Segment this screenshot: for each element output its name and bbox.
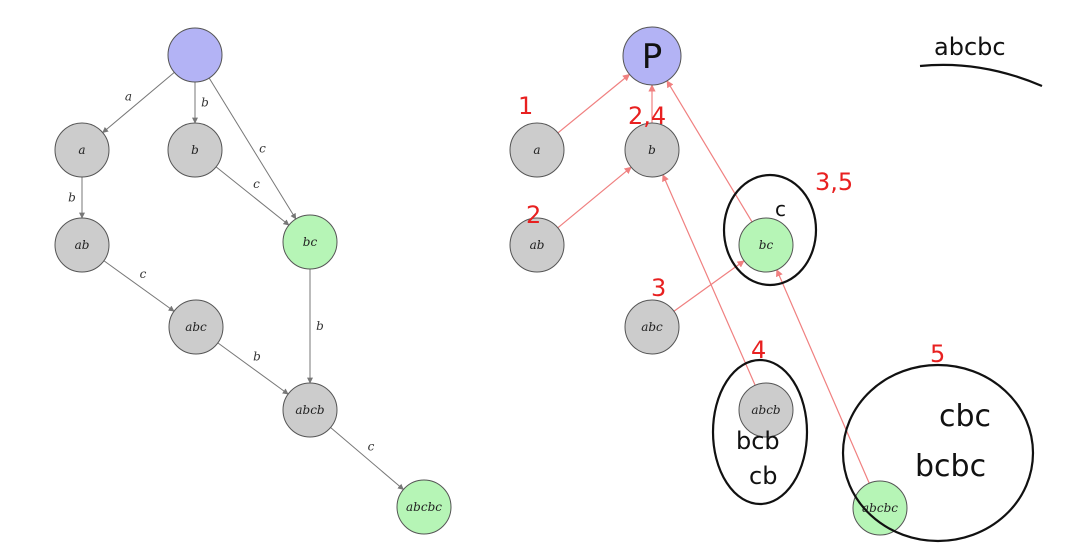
suffix-link-ab-b [557, 166, 632, 229]
edge-b-bc [215, 166, 290, 226]
left-node-ab [54, 217, 110, 273]
right-node-abcb [738, 382, 794, 438]
left-node-abcb [282, 382, 338, 438]
abcbc-set-loop [841, 363, 1035, 543]
suffix-link-abc-bc [673, 260, 745, 312]
right-node-label-bc: bc [759, 238, 774, 252]
left-node-label-b: b [191, 143, 199, 157]
abcb-set-text-1: bcb [736, 427, 780, 455]
right-node-label-P: P [642, 37, 663, 77]
right-node-a [509, 122, 565, 178]
left-node-label-bc: bc [303, 235, 318, 249]
suffix-link-abcb-b [662, 174, 756, 386]
right-node-P [622, 26, 682, 86]
right-node-label-b: b [648, 143, 656, 157]
edge-root-a [102, 71, 175, 134]
left-node-label-abcb: abcb [295, 403, 324, 417]
right-graph-suffix-links [557, 73, 870, 484]
step-2-label: 2 [526, 201, 541, 229]
bc-set-text: c [775, 197, 786, 221]
suffix-link-bc-P [666, 80, 753, 223]
edge-label-ab-abc: c [140, 267, 147, 281]
edge-label-root-b: b [201, 96, 209, 110]
left-node-abc [168, 299, 224, 355]
step-1-label: 1 [518, 92, 533, 120]
edge-label-root-a: a [125, 90, 132, 104]
edge-root-bc [208, 77, 297, 220]
step-5-label: 5 [930, 340, 945, 368]
abcb-set-text-2: cb [749, 462, 777, 490]
suffix-link-a-P [557, 73, 631, 134]
edge-ab-abc [103, 260, 175, 312]
left-node-root [167, 27, 223, 83]
left-node-label-abc: abc [185, 320, 207, 334]
suffix-link-abcbc-bc [776, 269, 870, 484]
step-3-label: 3 [651, 274, 666, 302]
right-node-label-ab: ab [530, 238, 545, 252]
abcbc-set-text-2: bcbc [915, 449, 986, 484]
right-node-abc [624, 299, 680, 355]
step-2-4-label: 2,4 [628, 102, 666, 130]
abcb-set-loop [711, 358, 809, 506]
right-node-label-a: a [533, 143, 540, 157]
right-node-label-abcbc: abcbc [862, 501, 898, 515]
step-4-label: 4 [751, 336, 766, 364]
edge-label-abc-abcb: b [253, 350, 261, 364]
edge-label-abcb-abcbc: c [368, 440, 375, 454]
left-node-b [167, 122, 223, 178]
right-node-label-abc: abc [641, 320, 663, 334]
left-node-label-ab: ab [75, 238, 90, 252]
abcbc-set-text-1: cbc [939, 399, 991, 434]
edge-label-root-bc: c [259, 142, 266, 156]
left-node-a [54, 122, 110, 178]
left-node-bc [282, 214, 338, 270]
right-node-b [624, 122, 680, 178]
edge-abc-abcb [217, 342, 289, 395]
right-node-ab [509, 217, 565, 273]
edge-label-bc-abcb: b [316, 319, 324, 333]
edge-abcb-abcbc [330, 427, 404, 490]
left-node-abcbc [396, 479, 452, 535]
input-string-text: abcbc [934, 33, 1006, 61]
left-node-label-abcbc: abcbc [406, 500, 442, 514]
right-node-bc [738, 217, 794, 273]
handwritten-annotations: 1 2,4 2 3 3,5 4 5 c bcb cb cbc bcbc abcb… [518, 33, 1043, 543]
step-3-5-label: 3,5 [815, 168, 853, 196]
edge-label-a-ab: b [68, 191, 76, 205]
right-node-abcbc [852, 480, 908, 536]
input-string-underline [919, 63, 1043, 88]
bc-set-loop [722, 173, 818, 287]
edge-label-b-bc: c [253, 177, 260, 191]
right-node-label-abcb: abcb [751, 403, 780, 417]
left-node-label-a: a [78, 143, 85, 157]
